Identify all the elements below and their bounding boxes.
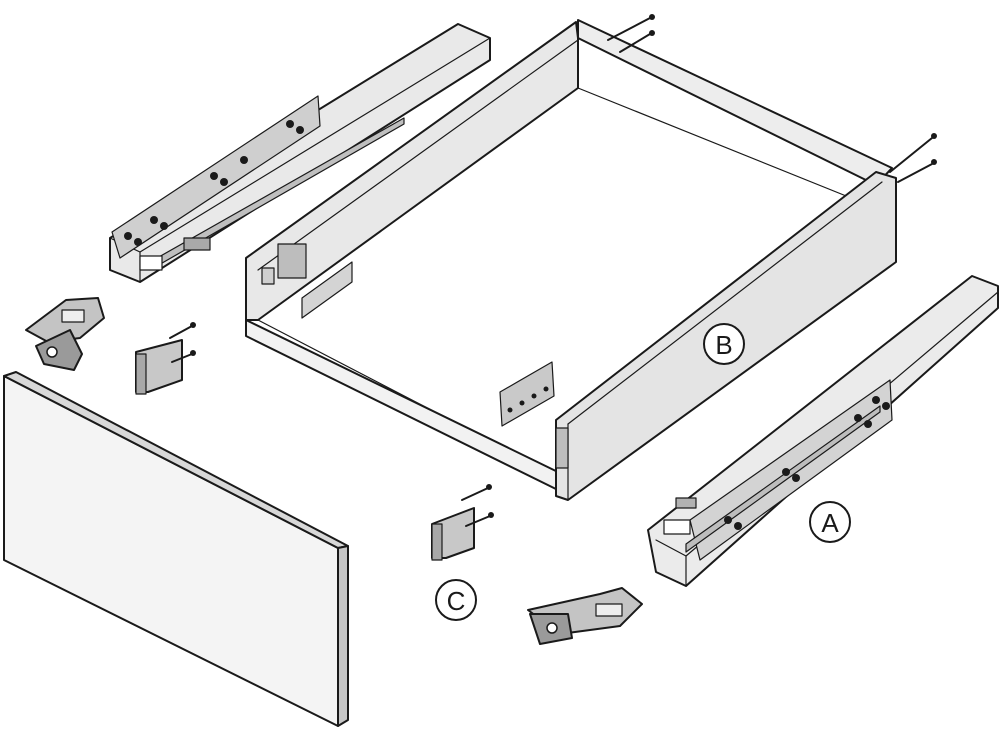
drawer-rear-bracket <box>499 361 555 427</box>
drawer-inner-slot <box>301 261 353 319</box>
label-a: A <box>809 501 851 543</box>
locking-device-left <box>25 297 105 371</box>
locking-device-right <box>527 587 643 645</box>
label-c-text: C <box>447 586 466 616</box>
screw-set-rear <box>607 14 937 183</box>
label-b-text: B <box>715 330 732 360</box>
drawer-box: B <box>245 14 937 501</box>
front-bracket-left <box>135 322 196 395</box>
drawer-back-panel <box>577 19 893 186</box>
label-c: C <box>435 579 477 621</box>
front-bracket-c: C <box>431 484 494 621</box>
label-b: B <box>703 323 745 365</box>
drawer-front-fitting-left <box>277 243 307 279</box>
label-a-text: A <box>821 508 839 538</box>
runner-right: A <box>647 275 999 587</box>
drawer-front-panel <box>3 371 349 727</box>
runner-left <box>109 23 491 283</box>
